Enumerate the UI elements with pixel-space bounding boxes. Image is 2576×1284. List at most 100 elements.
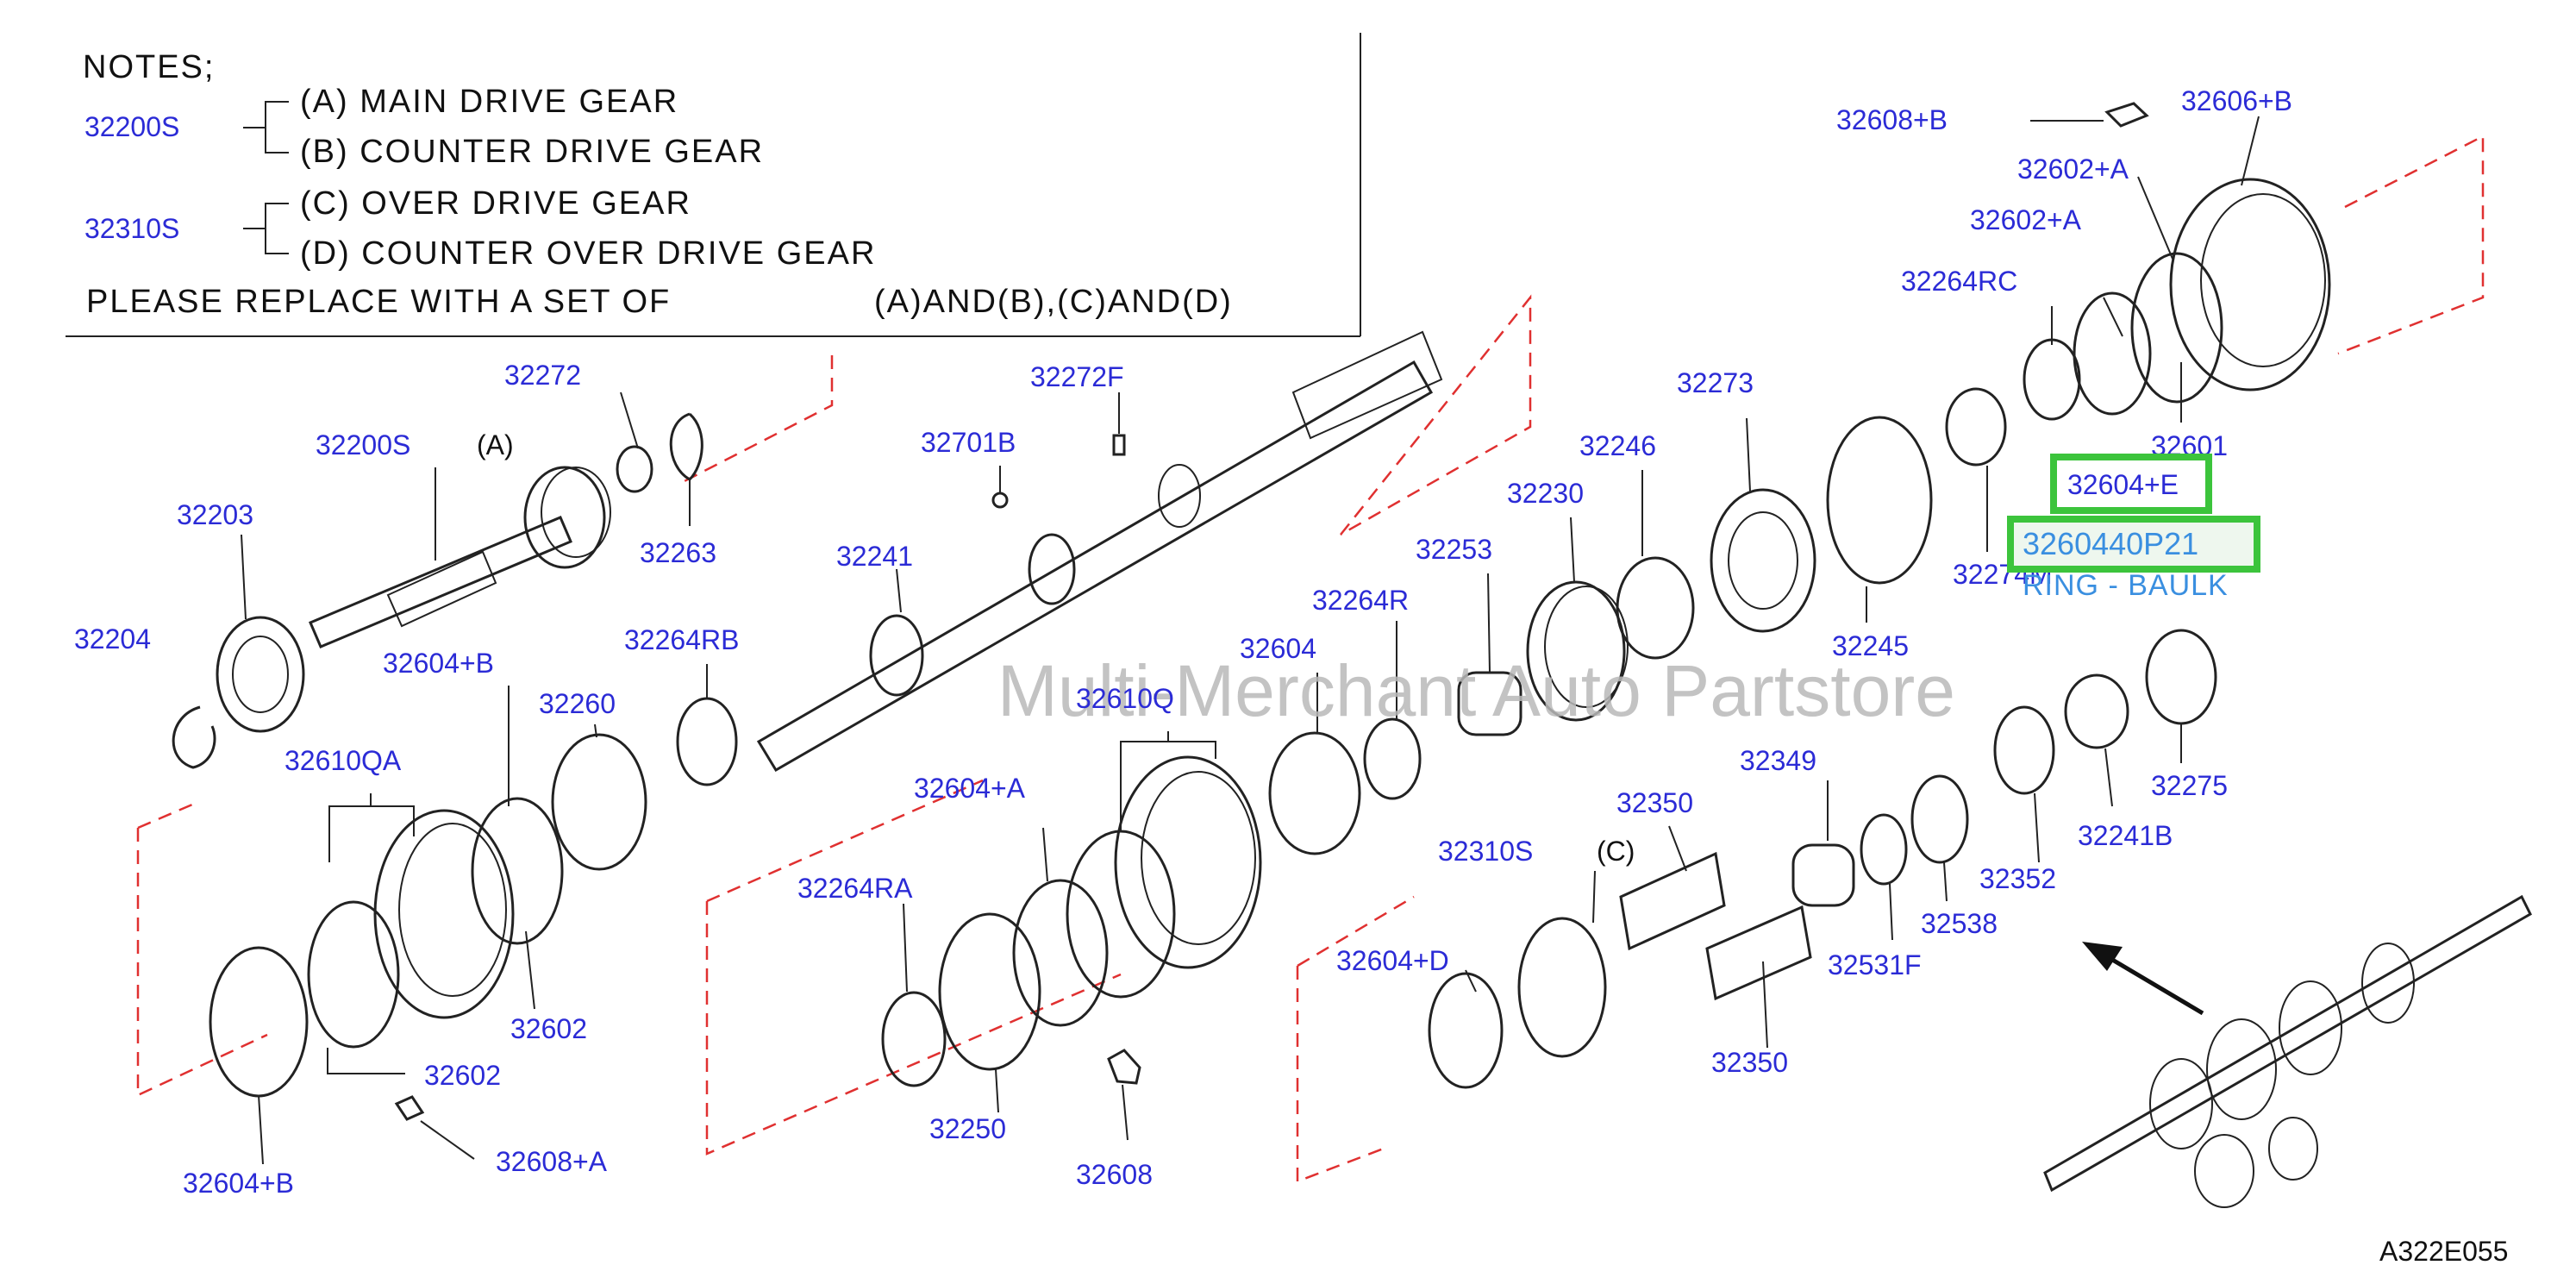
gear-32245 <box>1826 416 1933 585</box>
hub-32610q <box>1066 830 1176 999</box>
sleeve-32602-inner <box>398 823 507 997</box>
hub-32602a <box>2130 252 2223 404</box>
input-shaft-assembly[interactable] <box>172 412 703 769</box>
collar-32274m <box>1945 387 2007 467</box>
label-32272[interactable]: 32272 <box>504 360 581 391</box>
gear-32230-teeth <box>1544 586 1629 708</box>
label-32350-2[interactable]: 32350 <box>1711 1047 1788 1078</box>
notes-set1-id[interactable]: 32200S <box>84 111 179 142</box>
label-32264r[interactable]: 32264R <box>1312 585 1409 616</box>
inset-assembly <box>2043 894 2532 1208</box>
notes-replace-text: PLEASE REPLACE WITH A SET OF <box>86 284 671 320</box>
label-32264ra[interactable]: 32264RA <box>797 873 913 904</box>
gear-32260 <box>551 733 647 871</box>
nut-32241b <box>2064 673 2129 749</box>
label-32606b[interactable]: 32606+B <box>2181 85 2292 116</box>
label-32275[interactable]: 32275 <box>2151 770 2228 801</box>
label-32272f[interactable]: 32272F <box>1030 361 1124 392</box>
dashline-mid-group <box>705 779 1122 1156</box>
label-32310s[interactable]: 32310S <box>1438 836 1533 867</box>
lower-right-overdrive[interactable] <box>1428 629 2217 1089</box>
label-32253[interactable]: 32253 <box>1416 534 1492 565</box>
inset-gear-1 <box>2149 1058 2213 1149</box>
lower-left-synchro[interactable] <box>209 697 738 1121</box>
inset-gear-6 <box>2268 1117 2318 1181</box>
main-shaft-splines <box>1291 330 1443 440</box>
notes-set2-id[interactable]: 32310S <box>84 213 179 244</box>
label-32701b[interactable]: 32701B <box>921 427 1016 458</box>
main-shaft-collar <box>869 614 924 697</box>
label-32608b[interactable]: 32608+B <box>1836 104 1948 135</box>
label-32602-2[interactable]: 32602 <box>424 1060 501 1091</box>
ring-32246 <box>1616 556 1695 660</box>
label-32538[interactable]: 32538 <box>1921 908 1998 939</box>
bearing-32350-lower <box>1705 905 1812 1001</box>
label-32602a-2[interactable]: 32602+A <box>1970 204 2082 235</box>
label-32246[interactable]: 32246 <box>1579 430 1656 461</box>
label-32230[interactable]: 32230 <box>1507 478 1584 509</box>
label-32204[interactable]: 32204 <box>74 623 151 655</box>
label-32604b-1[interactable]: 32604+B <box>383 648 494 679</box>
bushing-32349 <box>1791 843 1855 907</box>
label-32352[interactable]: 32352 <box>1979 863 2056 894</box>
label-32602a-1[interactable]: 32602+A <box>2017 153 2129 185</box>
label-32608a[interactable]: 32608+A <box>496 1146 608 1177</box>
label-32602-1[interactable]: 32602 <box>510 1013 587 1044</box>
label-32610qa[interactable]: 32610QA <box>284 745 402 776</box>
label-32241[interactable]: 32241 <box>836 541 913 572</box>
ball-32701b <box>991 492 1009 509</box>
label-32349[interactable]: 32349 <box>1740 745 1816 776</box>
gear-32230 <box>1526 580 1626 722</box>
label-32604b-2[interactable]: 32604+B <box>183 1168 294 1199</box>
inset-gear-4 <box>2361 943 2415 1024</box>
label-32604a[interactable]: 32604+A <box>914 773 1026 804</box>
watermark: Multi-Merchant Auto Partstore <box>997 650 1955 731</box>
ring-32604e <box>2073 291 2152 416</box>
inset-shaft <box>2043 894 2532 1193</box>
label-32250[interactable]: 32250 <box>929 1113 1006 1144</box>
label-32273[interactable]: 32273 <box>1677 367 1754 398</box>
label-32245[interactable]: 32245 <box>1832 630 1909 661</box>
figure-id: A322E055 <box>2379 1236 2508 1267</box>
lower-middle-synchro[interactable] <box>881 755 1262 1087</box>
upper-right-gears[interactable] <box>1268 102 2331 855</box>
label-32260[interactable]: 32260 <box>539 688 616 719</box>
label-32200s[interactable]: 32200S <box>316 429 410 460</box>
main-shaft-assembly[interactable] <box>756 330 1443 773</box>
bearing-32203 <box>216 616 305 733</box>
label-32610q[interactable]: 32610Q <box>1076 683 1174 714</box>
label-32263[interactable]: 32263 <box>640 537 716 568</box>
sleeve-32610q-inner <box>1141 771 1256 945</box>
label-32264rb[interactable]: 32264RB <box>624 624 739 655</box>
highlight-part-number[interactable]: 3260440P21 <box>2023 526 2198 561</box>
hub-32610qa <box>307 900 400 1049</box>
highlight-callouts[interactable]: 32604+E 3260440P21 RING - BAULK <box>2007 454 2260 602</box>
inset-gear-2 <box>2206 1018 2277 1120</box>
notes-item-b: (B) COUNTER DRIVE GEAR <box>300 134 764 170</box>
main-shaft-collar-3 <box>1158 464 1201 528</box>
ring-32352 <box>1993 705 2055 795</box>
highlight-part-label[interactable]: 32604+E <box>2067 469 2179 500</box>
dashline-input-shaft <box>680 355 834 485</box>
notes-set2-bracket <box>243 203 289 254</box>
dashline-right-group <box>1296 895 1415 1183</box>
label-32608[interactable]: 32608 <box>1076 1159 1153 1190</box>
label-32264rc[interactable]: 32264RC <box>1901 266 2017 297</box>
notes-item-d: (D) COUNTER OVER DRIVE GEAR <box>300 235 876 272</box>
bearing-32350-upper <box>1619 851 1726 951</box>
label-32350-1[interactable]: 32350 <box>1616 787 1693 818</box>
highlight-part-desc: RING - BAULK <box>2023 569 2229 602</box>
label-32531f[interactable]: 32531F <box>1828 949 1922 980</box>
label-32604[interactable]: 32604 <box>1240 633 1316 664</box>
ring-32604d <box>1428 972 1504 1089</box>
label-32241b[interactable]: 32241B <box>2078 820 2173 851</box>
part-labels: 32608+B 32606+B 32602+A 32602+A 32264RC … <box>74 85 2292 1199</box>
plug-32272f <box>1112 434 1126 456</box>
label-32203[interactable]: 32203 <box>177 499 253 530</box>
notes-item-c: (C) OVER DRIVE GEAR <box>300 185 691 222</box>
label-c: (C) <box>1597 836 1635 867</box>
insert-32608b <box>2104 102 2149 128</box>
sleeve-32606b <box>2169 178 2331 391</box>
notes-title: NOTES; <box>83 49 215 85</box>
label-32604d[interactable]: 32604+D <box>1336 945 1449 976</box>
